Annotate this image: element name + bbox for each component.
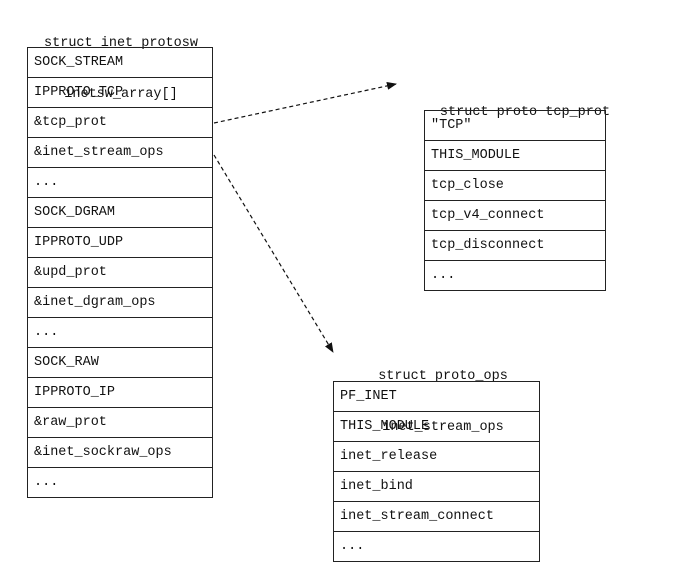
inetsw-row-ellipsis-1: ... xyxy=(28,168,212,198)
inetsw-row-ellipsis-2: ... xyxy=(28,318,212,348)
inetsw-row-ellipsis-3: ... xyxy=(28,468,212,498)
tcp-prot-caption: struct proto tcp_prot xyxy=(410,70,640,138)
inet-stream-ops-row-release: inet_release xyxy=(334,442,539,472)
inetsw-row-inet-dgram-ops: &inet_dgram_ops xyxy=(28,288,212,318)
inet-stream-ops-row-connect: inet_stream_connect xyxy=(334,502,539,532)
inet-stream-ops-row-bind: inet_bind xyxy=(334,472,539,502)
tcp-prot-row-close: tcp_close xyxy=(425,171,605,201)
tcp-prot-row-disconnect: tcp_disconnect xyxy=(425,231,605,261)
inet-stream-ops-caption-line1: struct proto_ops xyxy=(378,369,508,384)
inet-stream-ops-caption: struct proto_ops inet_stream_ops xyxy=(333,334,553,453)
tcp-prot-table: "TCP" THIS_MODULE tcp_close tcp_v4_conne… xyxy=(424,110,606,291)
inetsw-row-udp-prot: &upd_prot xyxy=(28,258,212,288)
inetsw-row-tcp-prot: &tcp_prot xyxy=(28,108,212,138)
inetsw-row-inet-stream-ops: &inet_stream_ops xyxy=(28,138,212,168)
arrow-inet-stream-ops-pointer xyxy=(213,154,334,353)
tcp-prot-caption-line1: struct proto tcp_prot xyxy=(439,105,611,120)
inetsw-row-ipproto-tcp: IPPROTO_TCP xyxy=(28,78,212,108)
inetsw-row-ipproto-ip: IPPROTO_IP xyxy=(28,378,212,408)
inet-stream-ops-row-family: PF_INET xyxy=(334,382,539,412)
inetsw-array-caption-line2: inetsw_array[] xyxy=(64,87,178,102)
tcp-prot-row-owner: THIS_MODULE xyxy=(425,141,605,171)
inetsw-row-ipproto-udp: IPPROTO_UDP xyxy=(28,228,212,258)
inet-stream-ops-row-owner: THIS_MODULE xyxy=(334,412,539,442)
tcp-prot-row-connect: tcp_v4_connect xyxy=(425,201,605,231)
tcp-prot-row-name: "TCP" xyxy=(425,111,605,141)
inetsw-row-sock-dgram: SOCK_DGRAM xyxy=(28,198,212,228)
inet-stream-ops-table: PF_INET THIS_MODULE inet_release inet_bi… xyxy=(333,381,540,562)
inet-stream-ops-row-ellipsis: ... xyxy=(334,532,539,562)
inetsw-array-table: SOCK_STREAM IPPROTO_TCP &tcp_prot &inet_… xyxy=(27,47,213,498)
inetsw-row-inet-sockraw-ops: &inet_sockraw_ops xyxy=(28,438,212,468)
inet-stream-ops-caption-line2: inet_stream_ops xyxy=(382,420,504,435)
inetsw-row-raw-prot: &raw_prot xyxy=(28,408,212,438)
inetsw-row-sock-raw: SOCK_RAW xyxy=(28,348,212,378)
tcp-prot-row-ellipsis: ... xyxy=(425,261,605,291)
inetsw-row-sock-stream: SOCK_STREAM xyxy=(28,48,212,78)
